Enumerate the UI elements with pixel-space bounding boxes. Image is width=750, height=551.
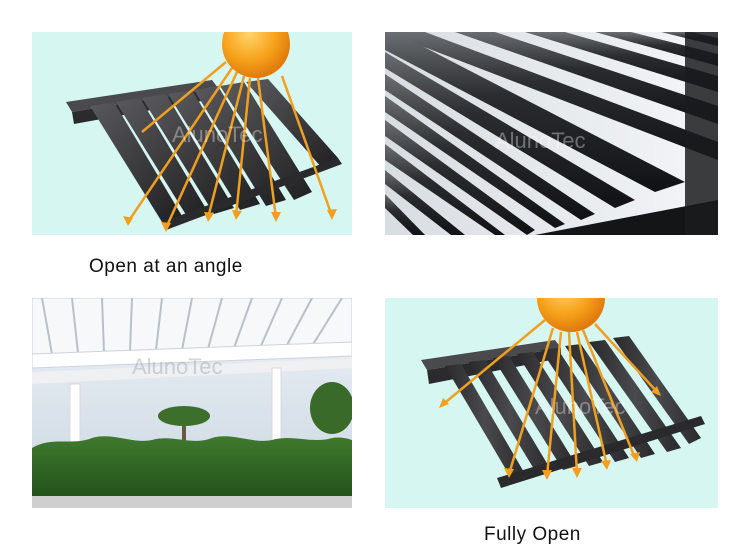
watermark: AlunoTec xyxy=(495,128,586,153)
diagram-open-angle: AlunoTec xyxy=(32,32,352,235)
louver-slats xyxy=(445,336,701,478)
white-pergola-photo: AlunoTec xyxy=(32,298,352,508)
photo-louvers-closeup: AlunoTec xyxy=(385,32,718,235)
sun-ray-arrows xyxy=(440,319,660,477)
caption-open-angle: Open at an angle xyxy=(89,256,243,277)
angled-louver-diagram: AlunoTec xyxy=(32,32,352,235)
pergola-slats xyxy=(32,298,352,357)
louver-bars xyxy=(385,32,718,235)
watermark: AlunoTec xyxy=(535,394,626,419)
open-louver-diagram: AlunoTec xyxy=(385,298,718,508)
watermark: AlunoTec xyxy=(172,122,263,147)
closeup-louver-photo: AlunoTec xyxy=(385,32,718,235)
diagram-fully-open: AlunoTec xyxy=(385,298,718,508)
caption-fully-open: Fully Open xyxy=(484,524,581,545)
sun-icon xyxy=(537,298,605,332)
sun-icon xyxy=(222,32,290,78)
sun-ray-arrows xyxy=(126,61,334,229)
photo-white-pergola: AlunoTec xyxy=(32,298,352,508)
watermark: AlunoTec xyxy=(132,354,223,379)
